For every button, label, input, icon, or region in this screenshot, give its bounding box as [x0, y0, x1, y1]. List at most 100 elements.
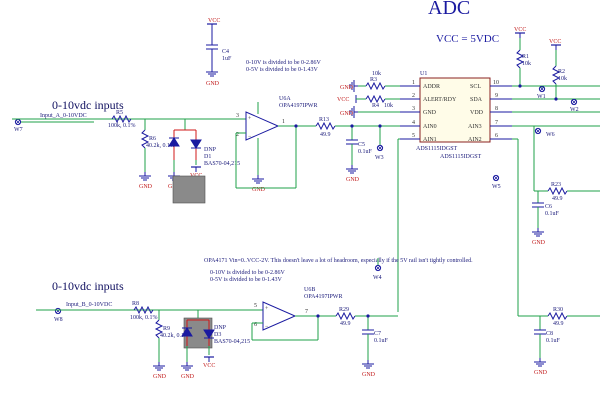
- u1-gnd-connection: GND: [340, 105, 400, 119]
- svg-text:ADDR: ADDR: [423, 84, 440, 90]
- divider-note-a2: 0-5V is divided to be 0-1.43V: [246, 67, 319, 73]
- svg-text:5: 5: [412, 133, 415, 139]
- svg-text:49.9: 49.9: [320, 132, 331, 138]
- svg-text:49.9: 49.9: [553, 321, 564, 327]
- svg-text:W5: W5: [492, 184, 501, 190]
- svg-text:49.9: 49.9: [552, 196, 563, 202]
- c4-capacitor: VCC GND C4 1uF: [205, 18, 232, 87]
- svg-text:10k: 10k: [372, 71, 381, 77]
- svg-text:1: 1: [282, 119, 285, 125]
- inputs-heading-b: 0-10vdc inputs: [52, 279, 124, 293]
- testpoint-w4[interactable]: W4: [373, 258, 382, 281]
- svg-text:R6: R6: [149, 136, 156, 142]
- divider-note-b2: 0-5V is divided to be 0-1.43V: [210, 277, 283, 283]
- testpoint-w8[interactable]: W8: [54, 307, 63, 323]
- svg-text:D1: D1: [204, 154, 211, 160]
- svg-text:0.1uF: 0.1uF: [546, 338, 561, 344]
- svg-text:9: 9: [495, 93, 498, 99]
- r3-resistor: GND R3 10k: [340, 71, 400, 93]
- svg-text:0.1uF: 0.1uF: [545, 211, 560, 217]
- svg-text:R4: R4: [372, 103, 379, 109]
- svg-text:VCC: VCC: [549, 39, 561, 45]
- svg-text:ALERT/RDY: ALERT/RDY: [423, 97, 457, 103]
- svg-text:U6A: U6A: [279, 96, 291, 102]
- svg-text:6: 6: [254, 322, 257, 328]
- svg-text:7: 7: [495, 120, 498, 126]
- net-input-a: Input_A_0-10VDC: [40, 113, 87, 119]
- svg-text:OPA4197IPWR: OPA4197IPWR: [304, 294, 342, 300]
- dnp-shade-d1: [172, 175, 206, 204]
- svg-text:3: 3: [412, 106, 415, 112]
- svg-text:W1: W1: [537, 94, 546, 100]
- svg-text:GND: GND: [534, 370, 548, 376]
- testpoint-w2[interactable]: W2: [570, 98, 579, 113]
- svg-text:C5: C5: [358, 142, 365, 148]
- svg-text:10: 10: [493, 80, 499, 86]
- svg-text:W7: W7: [14, 127, 23, 133]
- r8-resistor: R8 100k, 0.1%: [130, 301, 158, 321]
- svg-text:40.2k, 0.1%: 40.2k, 0.1%: [146, 143, 175, 149]
- opa-note: OPA4171 Vin=0..VCC-2V. This doesn't leav…: [204, 257, 473, 264]
- testpoint-w6[interactable]: W6: [534, 127, 555, 138]
- divider-note-a1: 0-10V is divided to be 0-2.86V: [246, 60, 322, 66]
- c7-capacitor: GND C7 0.1uF: [361, 314, 389, 378]
- svg-text:49.9: 49.9: [340, 321, 351, 327]
- svg-text:0.1uF: 0.1uF: [374, 338, 389, 344]
- vcc-label: VCC: [208, 18, 220, 24]
- r1-resistor: VCC R1 10k: [514, 27, 531, 86]
- svg-text:R29: R29: [339, 307, 349, 313]
- svg-text:R9: R9: [163, 326, 170, 332]
- c6-capacitor: GND C6 0.1uF: [531, 191, 560, 246]
- svg-text:W4: W4: [373, 275, 382, 281]
- r2-resistor: VCC R2 10k: [549, 39, 567, 99]
- svg-text:+: +: [248, 116, 252, 122]
- r29-resistor: R29 49.9: [335, 307, 398, 327]
- r23-resistor: R23 49.9: [547, 182, 600, 202]
- svg-text:7: 7: [305, 309, 308, 315]
- net-input-b: Input_B_0-10VDC: [66, 302, 112, 308]
- c4-value: 1uF: [222, 56, 232, 62]
- svg-text:U6B: U6B: [304, 287, 315, 293]
- svg-text:BAS70-04,215: BAS70-04,215: [214, 339, 250, 345]
- c8-capacitor: GND C8 0.1uF: [533, 316, 561, 376]
- svg-text:DNP: DNP: [204, 147, 217, 153]
- svg-text:8: 8: [495, 106, 498, 112]
- svg-text:AIN0: AIN0: [423, 124, 437, 130]
- svg-text:GND: GND: [340, 85, 354, 91]
- svg-text:4: 4: [412, 120, 415, 126]
- testpoint-w3[interactable]: W3: [375, 124, 384, 161]
- u6a-opamp: + − 3 2 1 U6A OPA4197IPWR GND: [235, 96, 317, 193]
- svg-text:C8: C8: [546, 331, 553, 337]
- r5-resistor: R5 100k, 0.1%: [108, 110, 136, 129]
- svg-text:GND: GND: [362, 372, 376, 378]
- svg-text:10k: 10k: [522, 61, 531, 67]
- vcc-note: VCC = 5VDC: [436, 33, 499, 45]
- svg-text:GND: GND: [252, 187, 266, 193]
- svg-text:GND: GND: [346, 177, 360, 183]
- r4-resistor: VCC R4 10k: [337, 94, 400, 109]
- svg-text:10k: 10k: [384, 103, 393, 109]
- svg-text:−: −: [248, 134, 252, 140]
- svg-text:R23: R23: [551, 182, 561, 188]
- svg-text:R3: R3: [370, 77, 377, 83]
- testpoint-w7[interactable]: W7: [14, 118, 23, 133]
- testpoint-w1[interactable]: W1: [537, 85, 546, 100]
- svg-text:R2: R2: [558, 69, 565, 75]
- svg-text:DNP: DNP: [214, 325, 227, 331]
- svg-text:AIN2: AIN2: [468, 137, 482, 143]
- svg-text:GND: GND: [532, 240, 546, 246]
- svg-text:BAS70-04,215: BAS70-04,215: [204, 161, 240, 167]
- d3-diode-pair: GND VCC DNP D3 BAS70-04,215: [180, 310, 250, 380]
- testpoint-w5[interactable]: W5: [492, 174, 501, 190]
- svg-text:VCC: VCC: [203, 363, 215, 369]
- svg-text:W3: W3: [375, 155, 384, 161]
- gnd-label: GND: [206, 81, 220, 87]
- svg-text:W8: W8: [54, 317, 63, 323]
- svg-text:ADS1115IDGST: ADS1115IDGST: [416, 146, 458, 152]
- svg-text:GND: GND: [181, 374, 195, 380]
- svg-text:R1: R1: [522, 54, 529, 60]
- svg-text:VCC: VCC: [514, 27, 526, 33]
- svg-text:R30: R30: [553, 307, 563, 313]
- svg-text:100k, 0.1%: 100k, 0.1%: [130, 315, 158, 321]
